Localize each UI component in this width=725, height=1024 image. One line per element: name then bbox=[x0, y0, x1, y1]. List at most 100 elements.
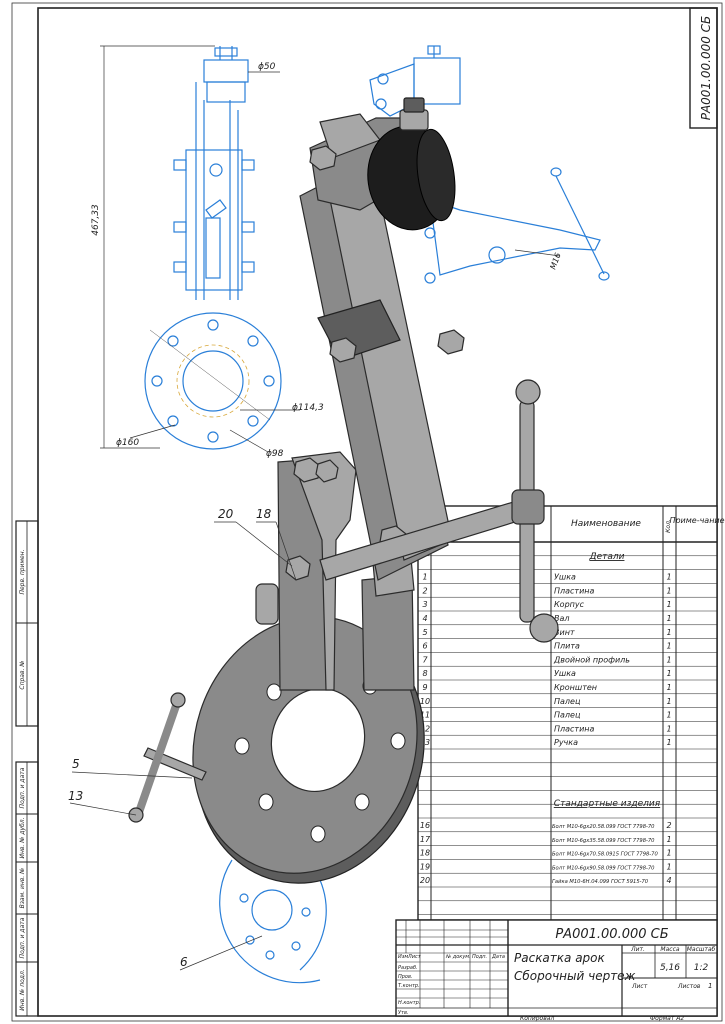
dim-d114: ϕ114,3 bbox=[292, 403, 324, 413]
spec-detail-qty: 1 bbox=[666, 711, 671, 720]
spec-detail-name: Ушка bbox=[554, 669, 576, 678]
callout-6: 6 bbox=[180, 955, 188, 969]
spec-standard-qty: 4 bbox=[666, 876, 671, 885]
spec-section-details: Детали bbox=[589, 552, 625, 562]
spec-detail-name: Вал bbox=[554, 614, 570, 623]
tb-razrab: Разраб. bbox=[398, 965, 418, 971]
spec-detail-qty: 1 bbox=[666, 573, 671, 582]
tb-tkontr: Т.контр. bbox=[398, 983, 420, 989]
dim-d98: ϕ98 bbox=[266, 449, 284, 459]
spec-detail-qty: 1 bbox=[666, 614, 671, 623]
spec-standard-name: Болт М10-6gх90.58.099 ГОСТ 7798-70 bbox=[552, 865, 655, 871]
spec-standard-qty: 2 bbox=[666, 821, 671, 830]
spec-standard-qty: 1 bbox=[666, 862, 671, 871]
spec-detail-pos: 5 bbox=[422, 628, 427, 637]
spec-detail-pos: 2 bbox=[422, 586, 427, 595]
spec-detail-name: Ушка bbox=[554, 573, 576, 582]
spec-standard-qty: 1 bbox=[666, 849, 671, 858]
spec-standard-pos: 18 bbox=[420, 849, 430, 858]
spec-detail-name: Палец bbox=[554, 711, 581, 720]
spec-detail-pos: 13 bbox=[420, 738, 430, 747]
tb-masshtab: 1:2 bbox=[694, 963, 709, 973]
spec-detail-pos: 8 bbox=[422, 669, 427, 678]
spec-standard-pos: 17 bbox=[420, 835, 431, 844]
spec-detail-name: Корпус bbox=[554, 600, 585, 609]
spec-detail-qty: 1 bbox=[666, 697, 671, 706]
tb-utv: Утв. bbox=[398, 1010, 409, 1016]
spec-detail-qty: 1 bbox=[666, 642, 671, 651]
spec-standard-name: Болт М10-6gх35.58.099 ГОСТ 7798-70 bbox=[552, 838, 655, 844]
tb-nkontr: Н.контр. bbox=[398, 1000, 420, 1006]
tb-massa-label: Масса bbox=[660, 946, 679, 953]
dim-h467: 467,33 bbox=[91, 204, 101, 236]
side-vzam-inv: Взам. инв. № bbox=[19, 868, 26, 909]
spec-detail-name: Палец bbox=[554, 697, 581, 706]
spec-standard-qty: 1 bbox=[666, 835, 671, 844]
tb-name-line2: Сборочный чертеж bbox=[514, 969, 636, 983]
side-podp-data-2: Подп. и дата bbox=[19, 917, 26, 958]
spec-standard-pos: 16 bbox=[420, 821, 430, 830]
spec-detail-qty: 1 bbox=[666, 724, 671, 733]
left-side-stamp: Перв. примен. Справ. № Подп. и дата Инв.… bbox=[15, 520, 39, 1017]
side-inv-dubl: Инв. № дубл. bbox=[19, 817, 26, 858]
tb-hdr-data: Дата bbox=[491, 954, 505, 960]
tb-prov: Пров. bbox=[398, 974, 413, 980]
tb-masshtab-label: Масштаб bbox=[687, 946, 716, 953]
assembly-3d bbox=[128, 97, 559, 884]
spec-detail-pos: 11 bbox=[420, 711, 430, 720]
spec-detail-pos: 9 bbox=[422, 683, 427, 692]
spec-detail-pos: 6 bbox=[422, 642, 427, 651]
dim-d160: ϕ160 bbox=[116, 438, 139, 448]
tb-designation: РА001.00.000 СБ bbox=[555, 927, 668, 942]
callout-13: 13 bbox=[68, 789, 83, 803]
tb-format: Формат А2 bbox=[650, 1015, 684, 1022]
spec-detail-pos: 12 bbox=[420, 724, 430, 733]
spec-detail-name: Ручка bbox=[554, 738, 578, 747]
spec-standard-name: Гайка М10-6Н.04.099 ГОСТ 5915-70 bbox=[552, 879, 649, 885]
spec-detail-qty: 1 bbox=[666, 586, 671, 595]
callout-5: 5 bbox=[72, 757, 80, 771]
top-right-stamp: РА001.00.000 СБ bbox=[689, 7, 718, 129]
tb-hdr-izm: Изм bbox=[398, 954, 408, 960]
callout-20: 20 bbox=[218, 507, 234, 521]
spec-detail-qty: 1 bbox=[666, 655, 671, 664]
spec-detail-name: Пластина bbox=[554, 586, 595, 595]
callout-18: 18 bbox=[256, 507, 272, 521]
tb-hdr-doc: № докум. bbox=[445, 954, 471, 960]
spec-detail-qty: 1 bbox=[666, 683, 671, 692]
tb-hdr-podp: Подп. bbox=[472, 954, 487, 960]
side-inv-podl: Инв. № подл. bbox=[19, 969, 26, 1010]
spec-standard-name: Болт М10-6gх70.58.0915 ГОСТ 7798-70 bbox=[552, 852, 658, 858]
spec-col-qty: Кол. bbox=[665, 519, 672, 533]
spec-col-name: Наименование bbox=[571, 519, 641, 529]
spec-detail-pos: 10 bbox=[420, 697, 430, 706]
spec-standard-name: Болт М10-6gх20.58.099 ГОСТ 7798-70 bbox=[552, 824, 655, 830]
side-perv-primen: Перв. примен. bbox=[19, 549, 26, 594]
tb-list-label: Лист bbox=[631, 983, 648, 990]
spec-detail-pos: 7 bbox=[422, 655, 428, 664]
spec-detail-name: Плита bbox=[554, 642, 580, 651]
spec-detail-qty: 1 bbox=[666, 628, 671, 637]
spec-detail-name: Пластина bbox=[554, 724, 595, 733]
spec-detail-pos: 4 bbox=[422, 614, 427, 623]
tb-lit: Лит. bbox=[630, 946, 645, 953]
tb-kopiroval: Копировал bbox=[520, 1015, 554, 1022]
tb-listov: 1 bbox=[708, 982, 712, 990]
callouts: 20 18 5 13 6 bbox=[68, 507, 297, 971]
spec-detail-qty: 1 bbox=[666, 669, 671, 678]
spec-col-note: Приме-чание bbox=[669, 516, 724, 525]
side-sprav-no: Справ. № bbox=[19, 660, 26, 689]
spec-detail-name: Кронштен bbox=[554, 683, 597, 692]
tb-name-line1: Раскатка арок bbox=[514, 951, 606, 965]
tb-hdr-list: Лист bbox=[407, 954, 422, 960]
spec-detail-name: Двойной профиль bbox=[553, 655, 630, 664]
tb-massa: 5,16 bbox=[660, 963, 680, 973]
spec-detail-qty: 1 bbox=[666, 738, 671, 747]
spec-detail-qty: 1 bbox=[666, 600, 671, 609]
stamp-code-vertical: РА001.00.000 СБ bbox=[699, 16, 713, 121]
side-podp-data-1: Подп. и дата bbox=[19, 767, 26, 808]
spec-standard-pos: 20 bbox=[420, 876, 430, 885]
front-view-2d: ϕ50 467,33 ϕ114,3 ϕ160 ϕ98 bbox=[91, 45, 324, 459]
